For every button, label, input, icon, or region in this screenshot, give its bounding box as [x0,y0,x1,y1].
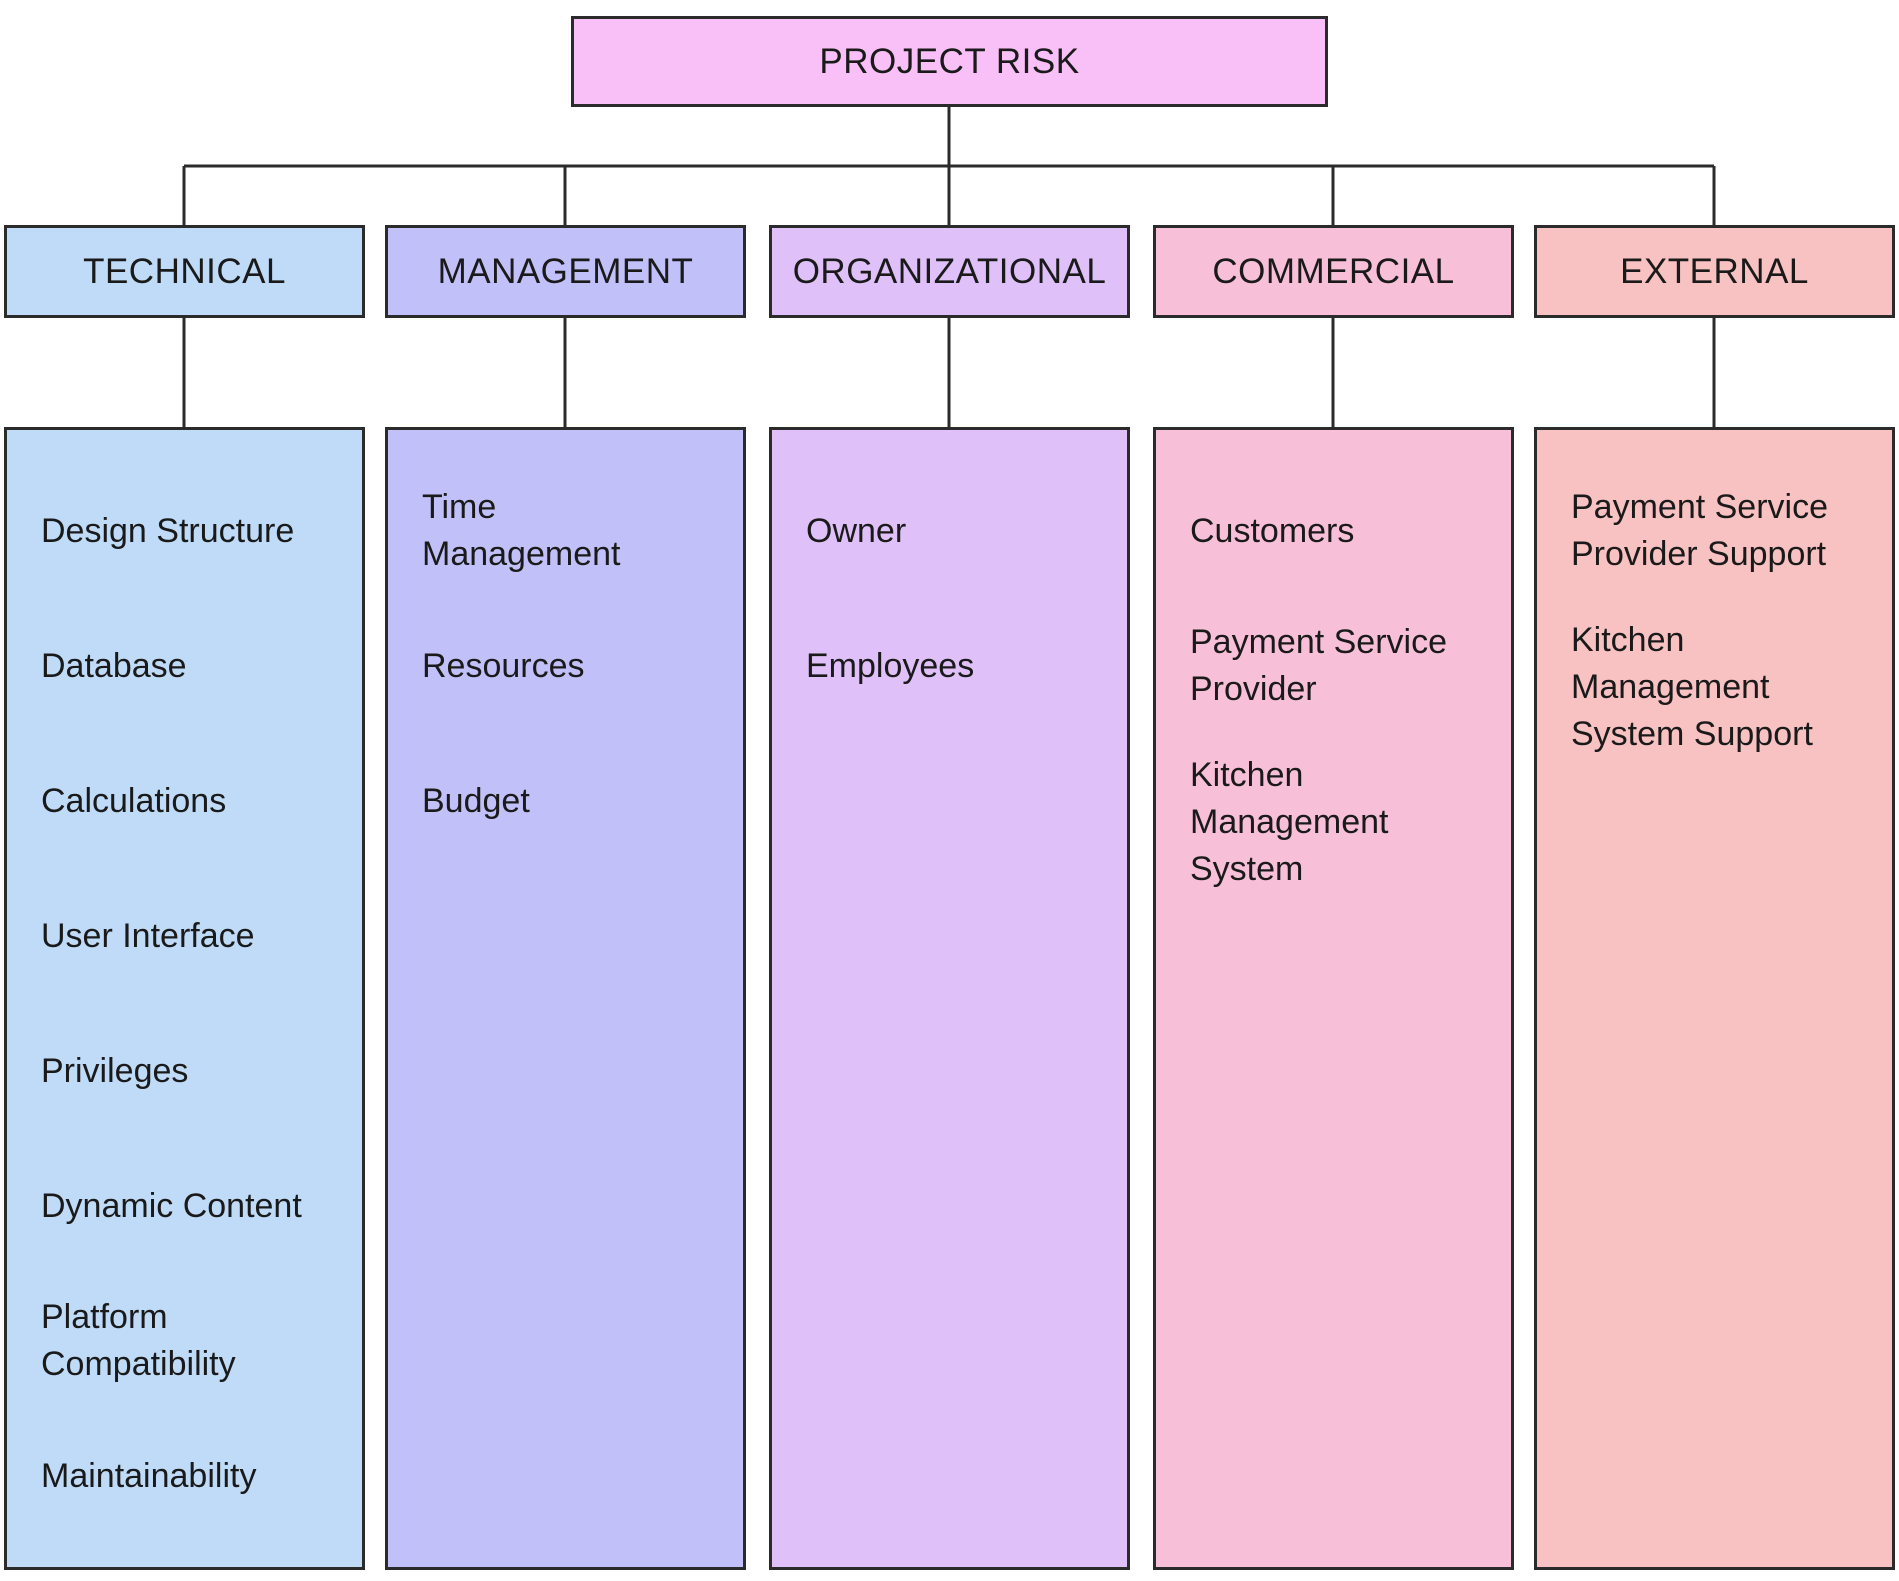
category-column-management: Time Management Resources Budget [385,427,746,1570]
list-item: Database [41,647,187,685]
category-column-organizational: Owner Employees [769,427,1130,1570]
category-header-external: EXTERNAL [1534,225,1895,318]
list-item: Dynamic Content [41,1187,302,1225]
list-item: Time Management [422,488,621,573]
list-item: Platform Compatibility [41,1298,236,1383]
list-item: Payment Service Provider [1190,623,1447,708]
list-item: Customers [1190,512,1355,550]
list-item: User Interface [41,917,255,955]
list-item: Owner [806,512,907,550]
list-item: Privileges [41,1052,189,1090]
category-header-organizational: ORGANIZATIONAL [769,225,1130,318]
category-header-management: MANAGEMENT [385,225,746,318]
list-item: Maintainability [41,1457,257,1495]
list-item: Kitchen Management System [1190,756,1389,888]
list-item: Kitchen Management System Support [1571,621,1813,753]
category-column-external: Payment Service Provider Support Kitchen… [1534,427,1895,1570]
category-column-technical: Design Structure Database Calculations U… [4,427,365,1570]
category-header-technical: TECHNICAL [4,225,365,318]
list-item: Employees [806,647,975,685]
category-label-technical: TECHNICAL [83,251,286,291]
category-label-management: MANAGEMENT [437,251,694,291]
category-column-commercial: Customers Payment Service Provider Kitch… [1153,427,1514,1570]
list-item: Budget [422,782,530,820]
category-label-commercial: COMMERCIAL [1212,251,1455,291]
list-item: Calculations [41,782,227,820]
category-header-commercial: COMMERCIAL [1153,225,1514,318]
root-label: PROJECT RISK [819,41,1080,81]
category-label-external: EXTERNAL [1620,251,1809,291]
list-item: Payment Service Provider Support [1571,488,1828,573]
list-item: Resources [422,647,585,685]
category-label-organizational: ORGANIZATIONAL [792,251,1107,291]
list-item: Design Structure [41,512,295,550]
root-node: PROJECT RISK [571,16,1328,107]
